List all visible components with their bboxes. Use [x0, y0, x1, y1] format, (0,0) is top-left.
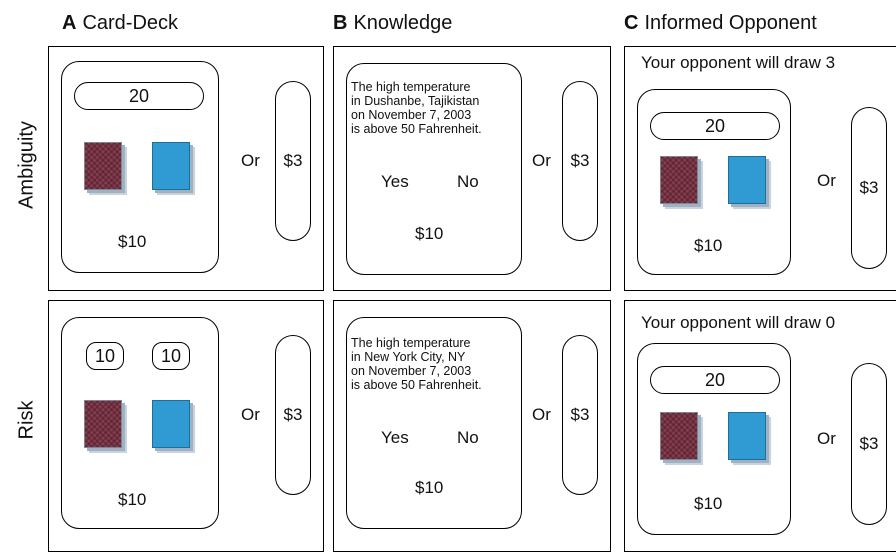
yes-label: Yes: [381, 428, 409, 447]
red-count-pill: 10: [86, 342, 124, 370]
panel-informed-opponent-ambiguity: Your opponent will draw 3 20 $10 Or $3: [624, 46, 896, 291]
sure-option-button[interactable]: $3: [562, 335, 598, 495]
deck-count-pill: 20: [650, 112, 780, 140]
lottery-prize: $10: [694, 494, 723, 513]
or-label: Or: [532, 405, 551, 424]
blue-deck-icon: [152, 142, 190, 190]
blue-count-pill: 10: [152, 342, 190, 370]
deck-count-pill: 20: [74, 82, 204, 110]
red-deck-icon: [660, 412, 698, 460]
sure-amount: $3: [859, 434, 879, 453]
or-label: Or: [532, 151, 551, 170]
lottery-prize: $10: [118, 232, 147, 251]
no-label: No: [457, 172, 479, 191]
question-text: The high temperature in Dushanbe, Tajiki…: [351, 80, 482, 136]
column-letter: B: [333, 12, 348, 34]
or-label: Or: [241, 151, 260, 170]
sure-amount: $3: [570, 151, 590, 170]
blue-deck-icon: [152, 400, 190, 448]
column-letter: A: [62, 12, 77, 34]
lottery-option[interactable]: 20 $10: [637, 89, 791, 275]
opponent-note: Your opponent will draw 0: [641, 313, 836, 332]
lottery-option[interactable]: 20 $10: [637, 343, 791, 535]
sure-amount: $3: [283, 405, 303, 424]
sure-option-button[interactable]: $3: [562, 81, 598, 241]
yes-label: Yes: [381, 172, 409, 191]
or-label: Or: [241, 405, 260, 424]
row-label-ambiguity: Ambiguity: [15, 121, 38, 209]
panel-card-deck-risk: 10 10 $10 Or $3: [48, 300, 324, 552]
lottery-option[interactable]: The high temperature in New York City, N…: [346, 317, 522, 529]
red-deck-icon: [84, 142, 122, 190]
or-label: Or: [817, 429, 836, 448]
panel-informed-opponent-risk: Your opponent will draw 0 20 $10 Or $3: [624, 300, 896, 552]
red-deck-icon: [660, 156, 698, 204]
or-label: Or: [817, 171, 836, 190]
lottery-option[interactable]: 20 $10: [61, 61, 219, 273]
sure-option-button[interactable]: $3: [275, 335, 311, 495]
panel-card-deck-ambiguity: 20 $10 Or $3: [48, 46, 324, 291]
deck-count-pill: 20: [650, 366, 780, 394]
blue-deck-icon: [728, 412, 766, 460]
panel-knowledge-risk: The high temperature in New York City, N…: [333, 300, 611, 552]
question-text: The high temperature in New York City, N…: [351, 336, 482, 392]
lottery-prize: $10: [118, 490, 147, 509]
sure-option-button[interactable]: $3: [851, 107, 887, 269]
column-title: Informed Opponent: [644, 12, 817, 34]
sure-option-button[interactable]: $3: [275, 81, 311, 241]
sure-option-button[interactable]: $3: [851, 363, 887, 525]
sure-amount: $3: [283, 151, 303, 170]
sure-amount: $3: [570, 405, 590, 424]
lottery-prize: $10: [694, 236, 723, 255]
opponent-note: Your opponent will draw 3: [641, 53, 836, 72]
lottery-prize: $10: [415, 224, 444, 243]
lottery-option[interactable]: 10 10 $10: [61, 317, 219, 529]
sure-amount: $3: [859, 178, 879, 197]
row-label-risk: Risk: [15, 400, 38, 440]
red-deck-icon: [84, 400, 122, 448]
no-label: No: [457, 428, 479, 447]
panel-knowledge-ambiguity: The high temperature in Dushanbe, Tajiki…: [333, 46, 611, 291]
lottery-prize: $10: [415, 478, 444, 497]
column-letter: C: [624, 12, 639, 34]
column-title: Card-Deck: [82, 12, 179, 34]
blue-deck-icon: [728, 156, 766, 204]
column-title: Knowledge: [353, 12, 453, 34]
lottery-option[interactable]: The high temperature in Dushanbe, Tajiki…: [346, 63, 522, 275]
